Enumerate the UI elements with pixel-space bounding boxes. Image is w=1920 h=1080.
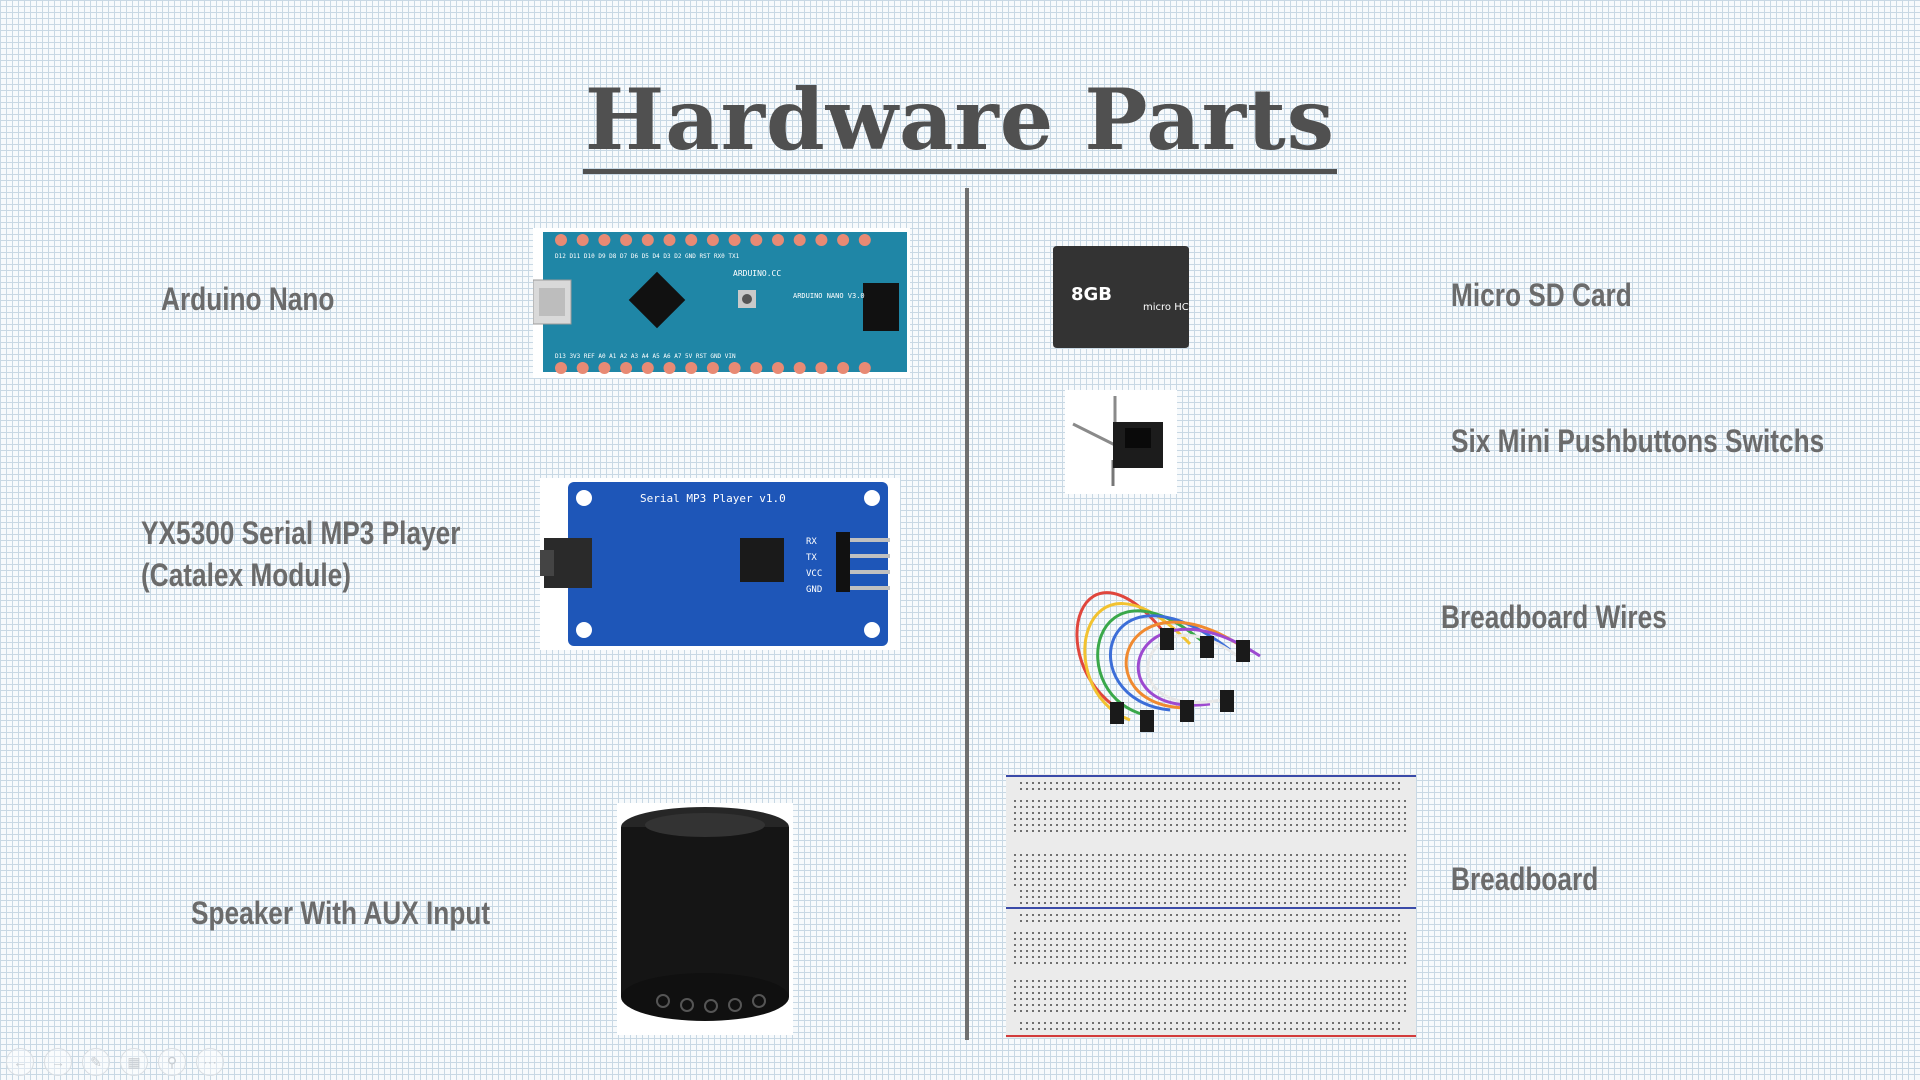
label-mp3-player: YX5300 Serial MP3 Player (Catalex Module… (141, 512, 460, 596)
arduino-pin (555, 234, 567, 246)
arduino-pin (706, 234, 719, 246)
label-micro-sd: Micro SD Card (1451, 277, 1632, 313)
arduino-pin (555, 362, 567, 374)
back-icon[interactable]: ← (6, 1048, 34, 1076)
slides-icon[interactable]: ▦ (120, 1048, 148, 1076)
arduino-pin (641, 234, 654, 246)
arduino-pin (685, 234, 698, 246)
arduino-bottom-pin-labels: D13 3V3 REF A0 A1 A2 A3 A4 A5 A6 A7 5V R… (555, 353, 736, 360)
presentation-toolbar: ← → ✎ ▦ ⚲ ⋯ (6, 1048, 224, 1076)
arduino-pin (793, 362, 806, 374)
arduino-pin (576, 234, 589, 246)
arduino-pin (772, 362, 784, 374)
label-arduino-nano: Arduino Nano (161, 281, 335, 317)
arduino-pin (620, 234, 633, 246)
arduino-pin (663, 234, 676, 246)
mp3-pin-gnd: GND (806, 585, 822, 595)
mp3-pin-tx: TX (806, 553, 817, 563)
arduino-pin (576, 362, 589, 374)
arduino-pin (685, 362, 698, 374)
arduino-pin (837, 362, 850, 374)
mp3-player-image: Serial MP3 Player v1.0 RX TX VCC GND (540, 478, 900, 650)
arduino-pin (858, 362, 871, 374)
pushbutton-image (1065, 390, 1177, 494)
pen-icon[interactable]: ✎ (82, 1048, 110, 1076)
jumper-wires-image (1040, 540, 1280, 746)
arduino-pin (750, 362, 763, 374)
mp3-pin-rx: RX (806, 537, 817, 547)
label-pushbuttons: Six Mini Pushbuttons Switchs (1451, 423, 1825, 459)
arduino-pin (598, 234, 611, 246)
column-divider (965, 188, 969, 1040)
arduino-pin (750, 234, 763, 246)
breadboard-image (1006, 774, 1416, 1038)
arduino-pin (728, 234, 741, 246)
arduino-pin (858, 234, 871, 246)
arduino-pin (815, 362, 828, 374)
arduino-brand-text: ARDUINO.CC (733, 269, 781, 278)
sd-logo-text: micro HC (1143, 302, 1189, 313)
arduino-pin (706, 362, 719, 374)
arduino-pin (793, 234, 806, 246)
mp3-pin-vcc: VCC (806, 569, 822, 579)
label-breadboard-wires: Breadboard Wires (1441, 599, 1667, 635)
arduino-pin (815, 234, 828, 246)
arduino-nano-image: ARDUINO.CC ARDUINO NANO V3.0 D12 D11 D10… (533, 228, 910, 378)
label-speaker: Speaker With AUX Input (191, 895, 491, 931)
sd-capacity-text: 8GB (1071, 284, 1112, 305)
arduino-model-text: ARDUINO NANO V3.0 (793, 292, 865, 300)
slide-title: Hardware Parts (0, 70, 1920, 174)
forward-icon[interactable]: → (44, 1048, 72, 1076)
speaker-image (617, 803, 793, 1035)
arduino-pin (620, 362, 633, 374)
zoom-icon[interactable]: ⚲ (158, 1048, 186, 1076)
label-mp3-player-line2: (Catalex Module) (141, 557, 351, 593)
micro-sd-image: 8GB micro HC (1049, 244, 1193, 352)
arduino-top-pin-labels: D12 D11 D10 D9 D8 D7 D6 D5 D4 D3 D2 GND … (555, 253, 740, 260)
arduino-pin (598, 362, 611, 374)
arduino-pin (772, 234, 784, 246)
arduino-pin (837, 234, 850, 246)
more-icon[interactable]: ⋯ (196, 1048, 224, 1076)
arduino-pin (641, 362, 654, 374)
mp3-title-text: Serial MP3 Player v1.0 (640, 492, 786, 505)
arduino-pin (728, 362, 741, 374)
label-mp3-player-line1: YX5300 Serial MP3 Player (141, 515, 461, 551)
slide-title-text: Hardware Parts (582, 70, 1338, 174)
arduino-pin (663, 362, 676, 374)
label-breadboard: Breadboard (1451, 861, 1599, 897)
